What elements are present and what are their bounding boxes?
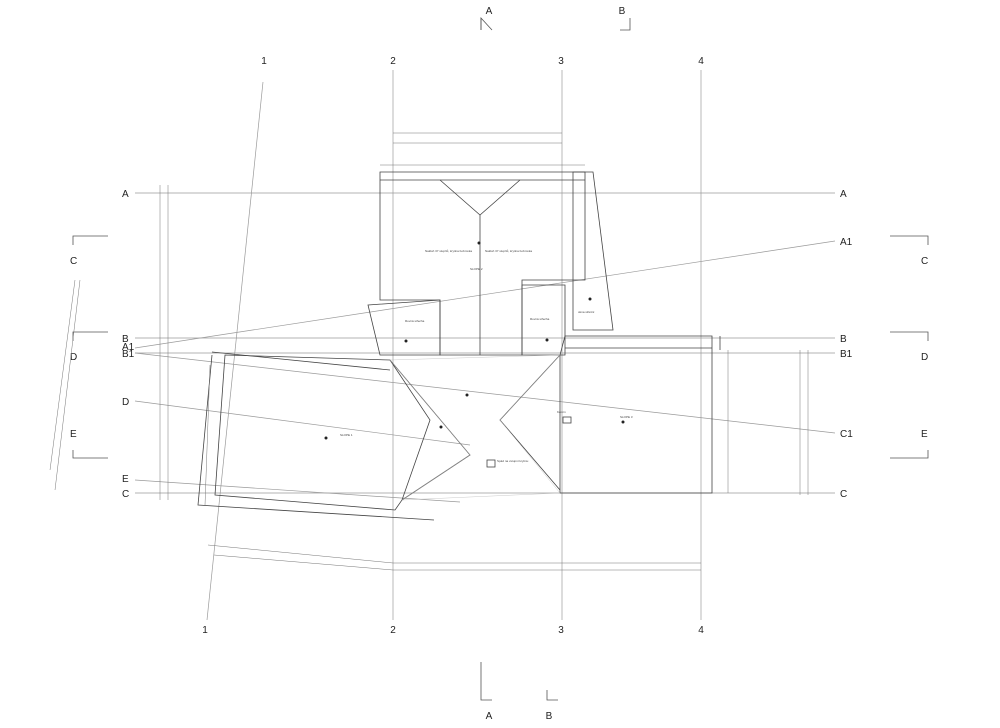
level-marker-icon xyxy=(621,420,625,424)
grid-axes-vertical xyxy=(206,70,702,621)
dimension-lines xyxy=(49,132,809,571)
grid-label-bottom-3: 3 xyxy=(558,625,564,636)
grid-axes-horizontal xyxy=(134,192,836,503)
level-marker-icon xyxy=(324,436,328,440)
roof-center xyxy=(389,354,561,501)
roof-left-hip xyxy=(389,359,471,501)
section-arrow-icon xyxy=(890,331,929,341)
row-label-left-C: C xyxy=(122,489,129,500)
section-arrow-icon xyxy=(72,331,108,341)
level-marker-icon xyxy=(477,241,481,245)
section-label-bottom-B: B xyxy=(546,711,553,722)
roof-notes: Nakloň 37 stupňů, krytina bobrovka Naklo… xyxy=(340,249,633,468)
level-marker-icon xyxy=(404,339,408,343)
note-top-slope-b: Nakloň 37 stupňů, krytina bobrovka xyxy=(485,249,532,253)
section-arrow-icon xyxy=(480,16,493,31)
roof-side-strip xyxy=(572,171,614,331)
roof-top-block xyxy=(379,171,586,356)
row-label-right-A: A xyxy=(840,189,847,200)
section-arrow-icon xyxy=(890,235,929,245)
roof-right-hip xyxy=(499,354,561,491)
grid-axis-1 xyxy=(206,81,264,621)
section-label-right-E: E xyxy=(921,429,928,440)
section-markers: A B A B C D E C D E xyxy=(70,6,929,722)
section-label-left-D: D xyxy=(70,352,77,363)
section-arrow-icon xyxy=(72,450,108,459)
note-flat-left: Rovná střecha xyxy=(405,319,425,323)
grid-axis-D xyxy=(134,400,471,446)
roof-right-wing xyxy=(559,335,713,494)
roof-outline-top-left xyxy=(211,351,391,371)
level-marker-icon xyxy=(439,425,443,429)
note-top-tag: SLOPE 2 xyxy=(470,267,483,271)
chimney-box xyxy=(562,416,572,424)
dimension-line xyxy=(49,279,76,471)
grid-labels: 1 2 3 4 1 2 3 4 A B A1 B1 D E C A A1 B B… xyxy=(122,56,853,636)
row-label-left-B: B xyxy=(122,334,129,345)
row-label-left-D: D xyxy=(122,397,129,408)
section-label-top-A: A xyxy=(486,6,493,17)
grid-axis-A1 xyxy=(134,240,836,349)
level-marker-icon xyxy=(545,338,549,342)
section-label-right-D: D xyxy=(921,352,928,363)
dimension-line xyxy=(54,279,81,491)
center-box xyxy=(486,459,496,468)
dormer-left xyxy=(367,299,441,356)
section-arrow-icon xyxy=(480,662,492,701)
row-label-left-B1: B1 xyxy=(122,349,135,360)
grid-label-bottom-4: 4 xyxy=(698,625,704,636)
row-label-left-E: E xyxy=(122,474,129,485)
grid-axis-E xyxy=(134,479,461,503)
section-label-left-C: C xyxy=(70,256,77,267)
row-label-right-B: B xyxy=(840,334,847,345)
roof-left-wing xyxy=(214,354,431,511)
row-label-left-A1: A1 xyxy=(122,342,135,353)
level-markers xyxy=(324,241,625,440)
grid-label-top-2: 2 xyxy=(390,56,396,67)
note-right-tag: SLOPE 3 xyxy=(620,415,633,419)
dormer-right xyxy=(521,284,566,356)
grid-label-top-3: 3 xyxy=(558,56,564,67)
row-label-right-A1: A1 xyxy=(840,237,853,248)
grid-axis-C1 xyxy=(134,352,836,434)
roof-plan xyxy=(197,171,721,521)
dimension-line xyxy=(204,364,211,506)
note-skylight: okna střešní xyxy=(578,310,595,314)
row-label-left-A: A xyxy=(122,189,129,200)
level-marker-icon xyxy=(588,297,592,301)
note-left-tag: SLOPE 1 xyxy=(340,433,353,437)
note-chimney: Komín xyxy=(557,410,566,414)
section-arrow-icon xyxy=(890,450,929,459)
grid-label-bottom-1: 1 xyxy=(202,625,208,636)
roof-outline-left xyxy=(197,354,435,521)
row-label-right-C: C xyxy=(840,489,847,500)
note-top-slope: Nakloň 37 stupňů, krytina bobrovka xyxy=(425,249,472,253)
dimension-line xyxy=(213,554,394,571)
grid-label-top-4: 4 xyxy=(698,56,704,67)
dimension-line xyxy=(207,544,394,564)
row-label-right-B1: B1 xyxy=(840,349,853,360)
section-arrow-icon xyxy=(72,235,108,245)
section-label-bottom-A: A xyxy=(486,711,493,722)
section-label-top-B: B xyxy=(619,6,626,17)
note-center-box: Spád na vstupní krytinu xyxy=(497,459,529,463)
grid-label-bottom-2: 2 xyxy=(390,625,396,636)
level-marker-icon xyxy=(465,393,469,397)
note-flat-right: Rovná střecha xyxy=(530,317,550,321)
row-label-right-C1: C1 xyxy=(840,429,853,440)
section-label-right-C: C xyxy=(921,256,928,267)
roof-ridge-top xyxy=(439,179,521,216)
section-arrow-icon xyxy=(546,690,558,701)
section-label-left-E: E xyxy=(70,429,77,440)
grid-label-top-1: 1 xyxy=(261,56,267,67)
section-arrow-icon xyxy=(620,18,631,31)
